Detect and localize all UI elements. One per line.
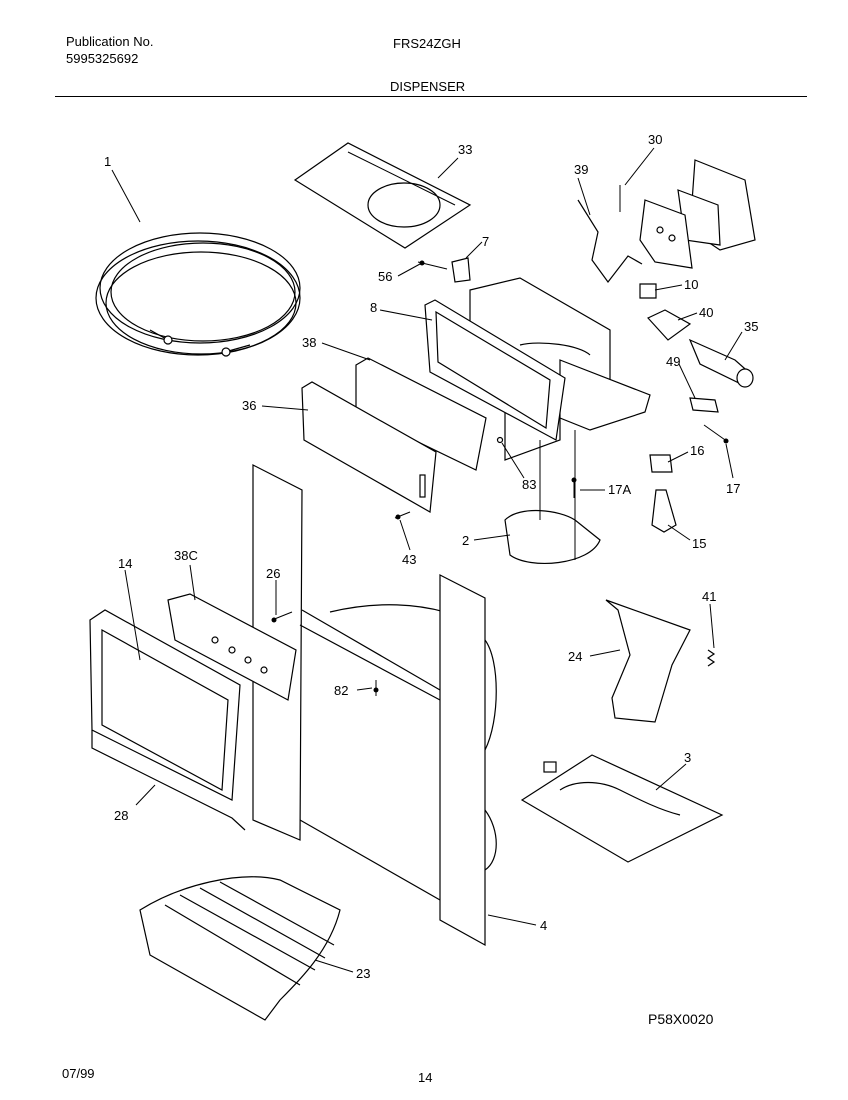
drawing-code: P58X0020 xyxy=(648,1011,714,1027)
part-10-switch xyxy=(639,283,657,299)
part-56-screw xyxy=(417,260,448,270)
callout-30: 30 xyxy=(648,132,662,147)
part-26-screw xyxy=(271,611,293,623)
callout-10: 10 xyxy=(684,277,698,292)
publication-number: 5995325692 xyxy=(66,51,139,66)
part-14-bezel xyxy=(89,609,241,801)
callout-labels: 1 33 30 39 7 56 10 8 40 35 38 49 36 16 8… xyxy=(104,132,758,981)
callout-43: 43 xyxy=(402,552,416,567)
callout-3: 3 xyxy=(684,750,691,765)
callout-82: 82 xyxy=(334,683,348,698)
publication-label: Publication No. xyxy=(66,34,154,49)
part-36-front-panel xyxy=(301,381,437,513)
part-17-screw xyxy=(703,424,729,444)
callout-38: 38 xyxy=(302,335,316,350)
footer-date: 07/99 xyxy=(62,1066,95,1081)
part-33-cover-plate xyxy=(293,142,472,249)
callout-2: 2 xyxy=(462,533,469,548)
callout-35: 35 xyxy=(744,319,758,334)
part-23-drip-tray xyxy=(139,876,341,1021)
callout-17A: 17A xyxy=(608,482,631,497)
callout-14: 14 xyxy=(118,556,132,571)
part-30-housing xyxy=(639,159,756,269)
header-rule xyxy=(55,96,807,97)
part-49-bracket xyxy=(689,397,719,413)
part-43-screw xyxy=(394,511,411,520)
section-title: DISPENSER xyxy=(390,79,466,94)
callout-8: 8 xyxy=(370,300,377,315)
callout-49: 49 xyxy=(666,354,680,369)
callout-7: 7 xyxy=(482,234,489,249)
part-16-socket xyxy=(649,454,673,473)
part-82-screw xyxy=(373,680,379,696)
part-7-clip xyxy=(451,257,471,283)
part-1-tubing-coil xyxy=(95,232,301,357)
part-83-screw xyxy=(496,436,504,444)
callout-40: 40 xyxy=(699,305,713,320)
callout-1: 1 xyxy=(104,154,111,169)
model-number: FRS24ZGH xyxy=(393,36,461,51)
part-24-actuator-arm xyxy=(605,599,691,723)
callout-38C: 38C xyxy=(174,548,198,563)
callout-41: 41 xyxy=(702,589,716,604)
part-4-side-panel xyxy=(439,574,497,947)
part-15-bulb xyxy=(651,489,677,533)
part-8-frame xyxy=(424,299,566,441)
part-41-spring xyxy=(706,649,716,667)
callout-4: 4 xyxy=(540,918,547,933)
dispenser-tube xyxy=(539,430,576,560)
part-39-wire-harness xyxy=(577,199,643,284)
callout-39: 39 xyxy=(574,162,588,177)
page-number: 14 xyxy=(418,1070,433,1085)
part-35-solenoid xyxy=(688,338,754,388)
callout-33: 33 xyxy=(458,142,472,157)
callout-83: 83 xyxy=(522,477,536,492)
part-38-panel xyxy=(355,357,487,471)
callout-36: 36 xyxy=(242,398,256,413)
part-17A-screw xyxy=(571,477,577,498)
callout-28: 28 xyxy=(114,808,128,823)
callout-17: 17 xyxy=(726,481,740,496)
part-2-chute xyxy=(504,509,601,565)
callout-23: 23 xyxy=(356,966,370,981)
part-38C-control-board xyxy=(167,593,297,701)
part-40-actuator xyxy=(647,309,692,341)
callout-16: 16 xyxy=(690,443,704,458)
leader-lines xyxy=(111,147,743,973)
callout-56: 56 xyxy=(378,269,392,284)
callout-24: 24 xyxy=(568,649,582,664)
part-3-heater xyxy=(520,754,724,863)
callout-15: 15 xyxy=(692,536,706,551)
part-28-trim xyxy=(91,730,246,831)
callout-26: 26 xyxy=(266,566,280,581)
